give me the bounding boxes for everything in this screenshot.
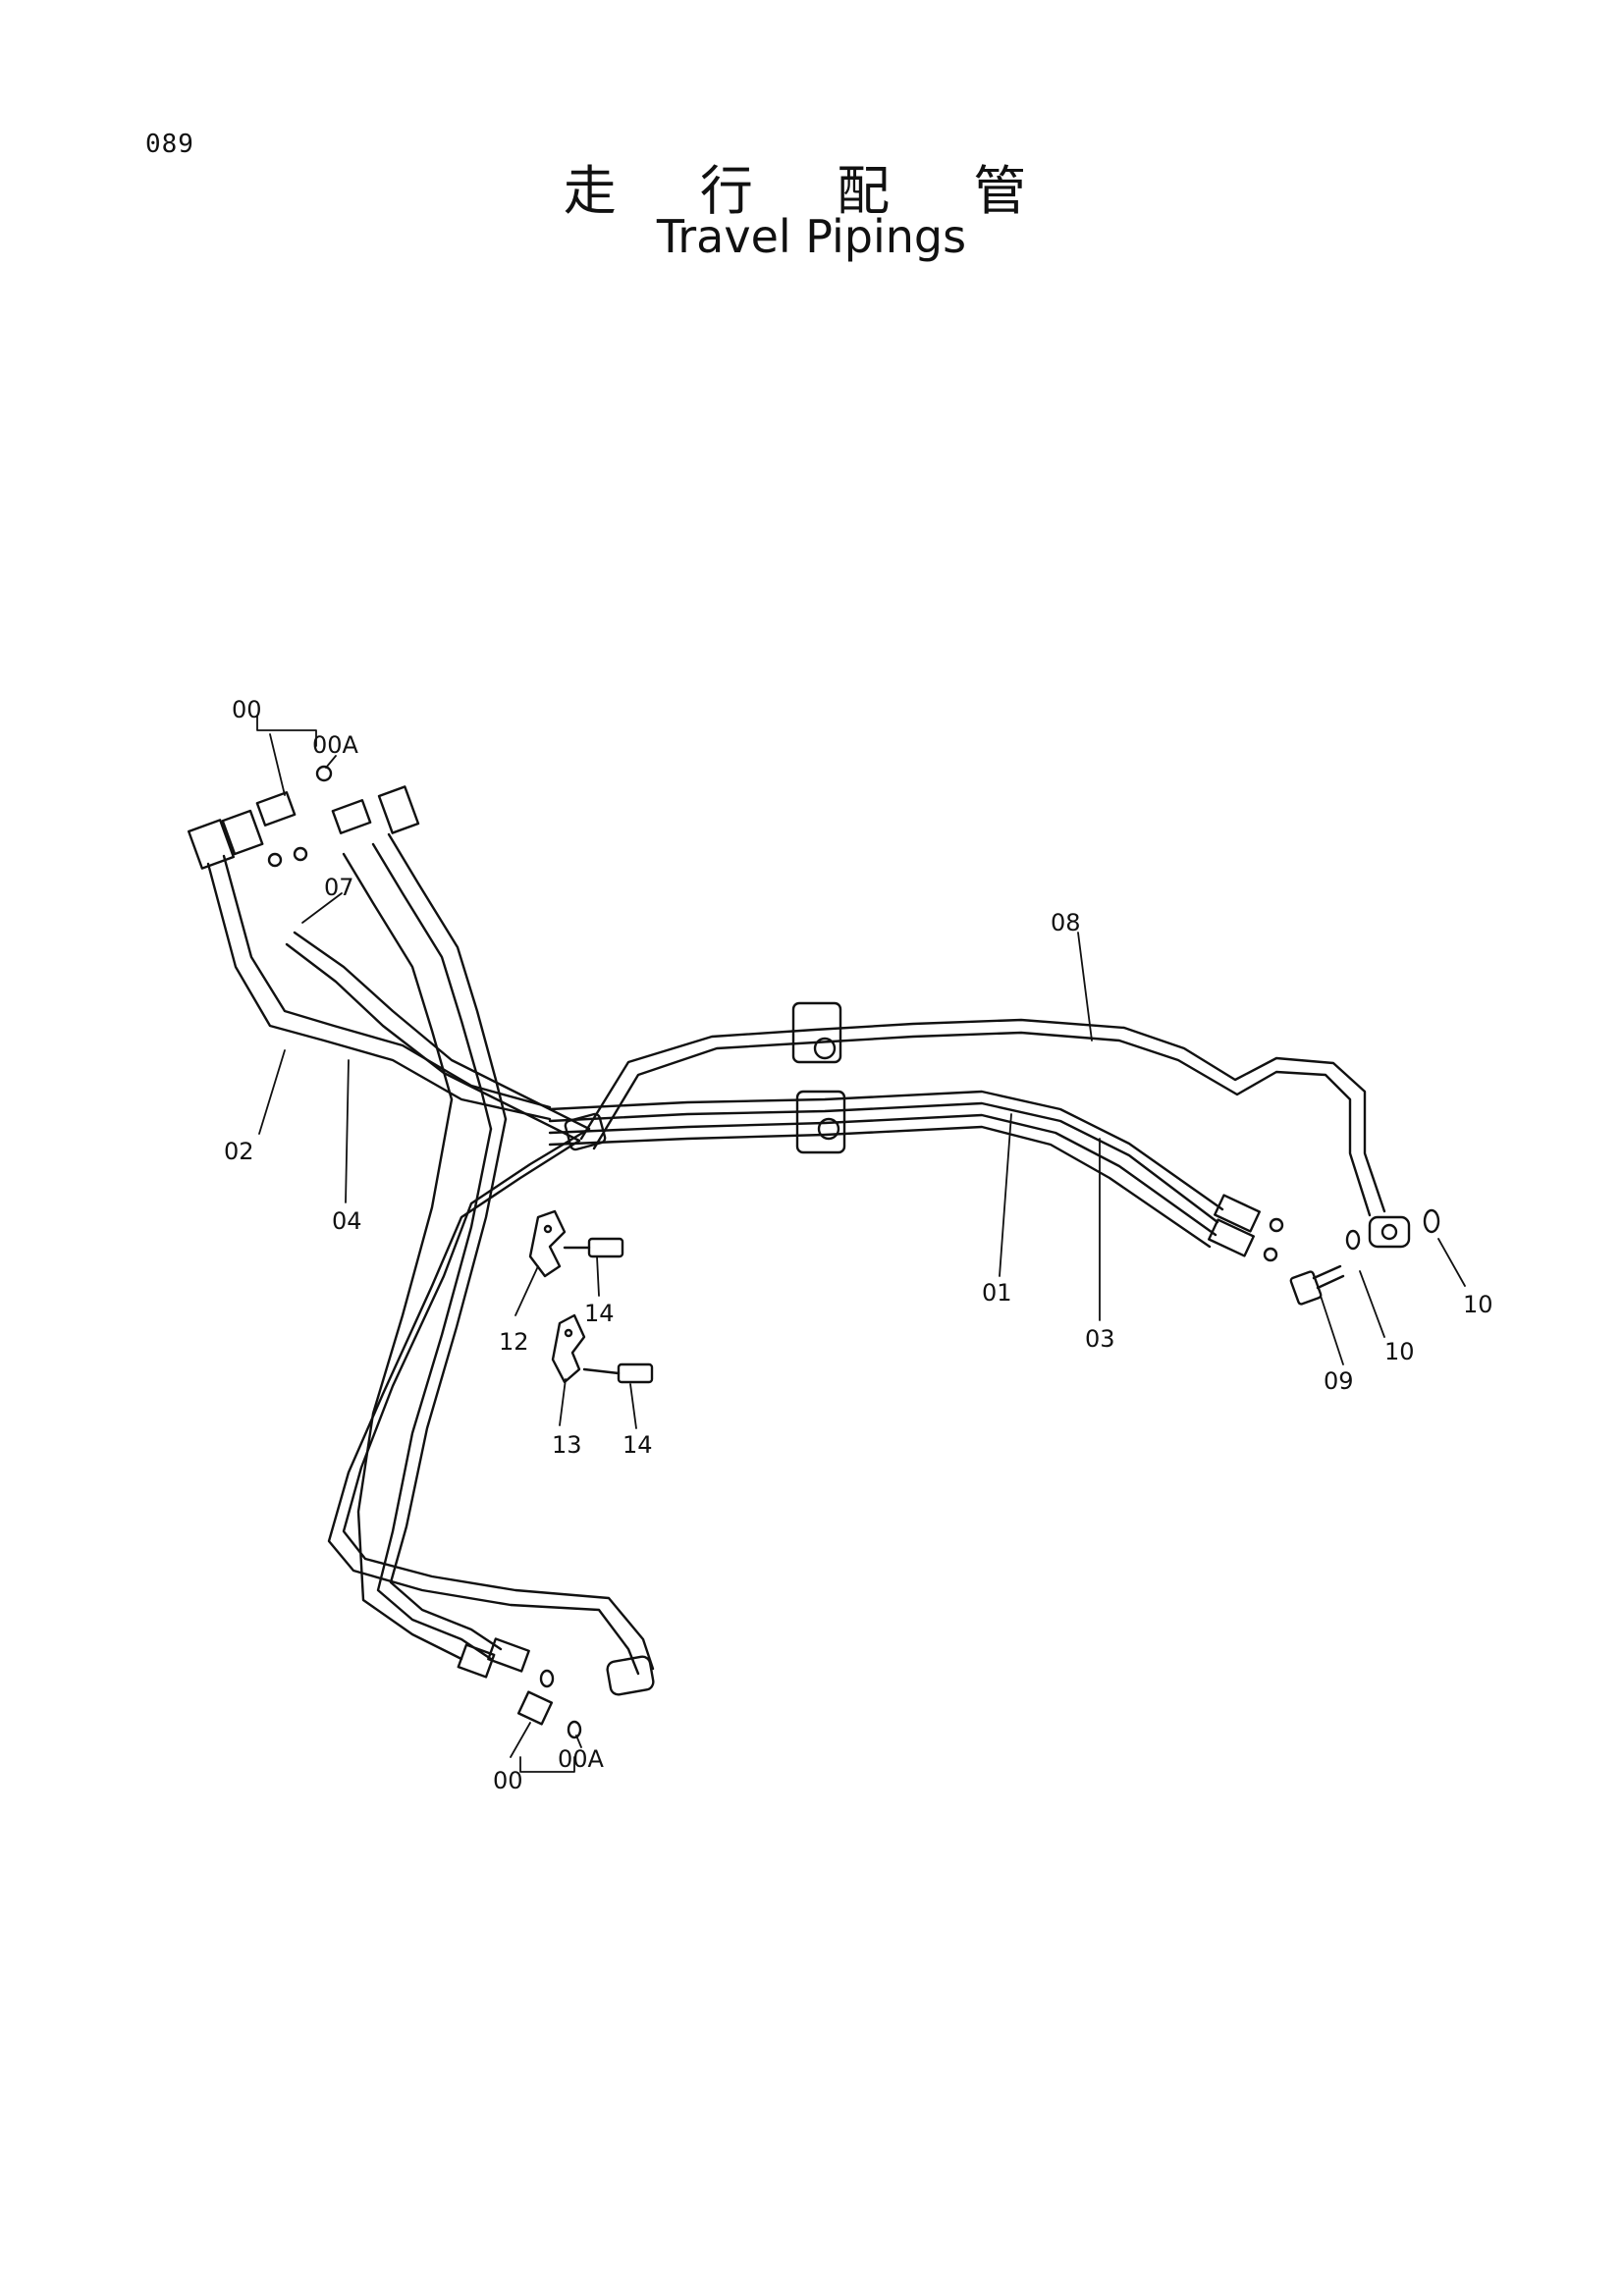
bolt-14-upper — [563, 1237, 624, 1258]
callout-09: 09 — [1324, 1367, 1354, 1395]
fitting-right — [1208, 1194, 1440, 1262]
bracket-13 — [551, 1313, 586, 1384]
pipe-08 — [579, 1018, 1386, 1217]
callout-labels: 00 00A 07 08 02 04 01 03 09 10 10 12 14 … — [224, 696, 1493, 1794]
bracket-12 — [528, 1209, 567, 1278]
callout-12: 12 — [499, 1328, 529, 1356]
callout-04: 04 — [332, 1207, 362, 1235]
callout-14-upper: 14 — [584, 1300, 615, 1327]
callout-02: 02 — [224, 1138, 254, 1165]
callout-00-top: 00 — [232, 696, 262, 723]
callout-01: 01 — [982, 1279, 1012, 1307]
title-japanese: 走 行 配 管 — [563, 160, 1060, 222]
clamp-upper — [791, 1001, 842, 1064]
callout-07: 07 — [324, 874, 354, 901]
callout-00A-top: 00A — [312, 731, 359, 759]
title-english: Travel Pipings — [656, 210, 967, 263]
callout-14-lower: 14 — [622, 1431, 653, 1459]
bolt-14-lower — [582, 1362, 654, 1384]
pipe-long-lower — [327, 1097, 655, 1676]
callout-08: 08 — [1051, 909, 1081, 936]
page-number: 089 — [145, 130, 194, 159]
callout-10-right: 10 — [1463, 1291, 1493, 1318]
pipe-02-04-07 — [206, 832, 591, 1143]
leader-lines — [256, 716, 1466, 1773]
bolt-09 — [1289, 1264, 1345, 1306]
pipe-01-03 — [548, 1090, 1224, 1249]
callout-10-left: 10 — [1384, 1338, 1415, 1365]
callout-00-bottom: 00 — [493, 1767, 523, 1794]
clamp-center — [564, 1112, 607, 1151]
callout-00A-bottom: 00A — [558, 1745, 605, 1773]
fitting-top-left — [187, 765, 420, 870]
fitting-lower-left — [457, 1637, 655, 1739]
callout-03: 03 — [1085, 1325, 1115, 1353]
callout-13: 13 — [552, 1431, 582, 1459]
clamp-lower — [795, 1090, 846, 1154]
